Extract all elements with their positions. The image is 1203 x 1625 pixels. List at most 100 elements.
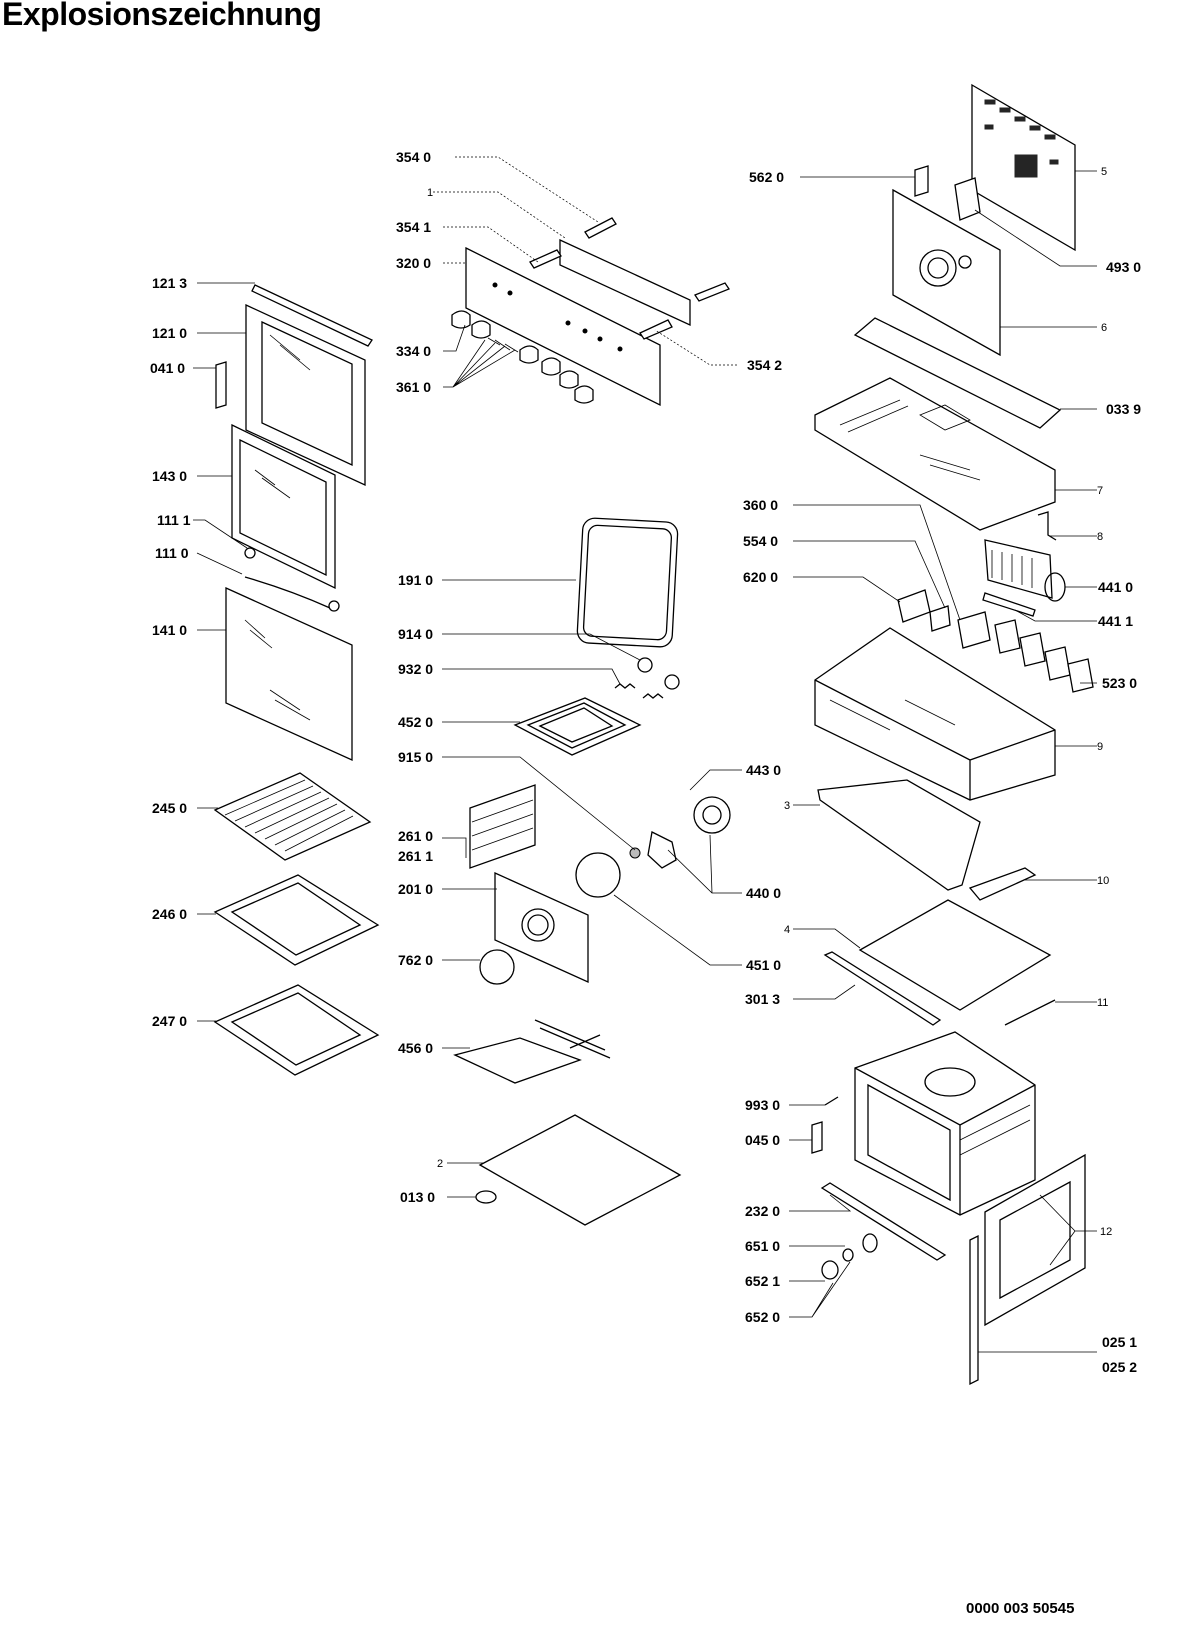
label-452-0: 452 0: [398, 714, 433, 730]
label-914-0: 914 0: [398, 626, 433, 642]
lamp-holder: [862, 1233, 878, 1253]
oven-inner-parts: [453, 517, 731, 1226]
label-025-2: 025 2: [1102, 1359, 1137, 1375]
thermostat: [929, 605, 951, 632]
guide-strip: [823, 951, 942, 1026]
side-trim: [969, 1234, 979, 1386]
rod: [1004, 999, 1056, 1026]
front-strip: [820, 1182, 947, 1261]
fan-motor: [693, 796, 731, 834]
bulb: [842, 1248, 854, 1262]
label-12: 12: [1100, 1226, 1112, 1238]
label-7: 7: [1097, 485, 1103, 497]
label-562-0: 562 0: [749, 169, 784, 185]
oven-cavity: [854, 1031, 1036, 1216]
leader-lines: [193, 156, 1097, 1353]
label-201-0: 201 0: [398, 881, 433, 897]
housing-assembly: [811, 83, 1094, 1386]
door-gasket: [576, 517, 679, 648]
latch-bracket: [811, 1121, 823, 1154]
tangential-fan: [984, 539, 1053, 599]
label-354-0: 354 0: [396, 149, 431, 165]
cross-member: [817, 779, 981, 891]
label-247-0: 247 0: [152, 1013, 187, 1029]
label-121-0: 121 0: [152, 325, 187, 341]
label-554-0: 554 0: [743, 533, 778, 549]
label-232-0: 232 0: [745, 1203, 780, 1219]
label-261-0: 261 0: [398, 828, 433, 844]
base-plate: [858, 899, 1052, 1011]
label-041-0: 041 0: [150, 360, 185, 376]
label-762-0: 762 0: [398, 952, 433, 968]
lamp-glass: [821, 1260, 839, 1280]
label-993-0: 993 0: [745, 1097, 780, 1113]
label-025-1: 025 1: [1102, 1334, 1137, 1350]
control-panel: [465, 246, 661, 407]
label-245-0: 245 0: [152, 800, 187, 816]
top-cover: [814, 377, 1056, 531]
label-261-1: 261 1: [398, 848, 433, 864]
label-361-0: 361 0: [396, 379, 431, 395]
page-title: Explosionszeichnung: [2, 0, 322, 32]
label-013-0: 013 0: [400, 1189, 435, 1205]
door-hinge: [215, 361, 227, 409]
wire-rack: [213, 772, 372, 861]
connector-block: [897, 589, 931, 623]
label-033-9: 033 9: [1106, 401, 1141, 417]
fan-bracket-strip: [982, 592, 1036, 617]
bracket: [914, 165, 929, 197]
door-window: [261, 320, 353, 467]
label-620-0: 620 0: [743, 569, 778, 585]
side-bracket: [968, 867, 1037, 901]
seal-strip: [853, 317, 1062, 429]
label-191-0: 191 0: [398, 572, 433, 588]
label-493-0: 493 0: [1106, 259, 1141, 275]
side-rack-rails: [469, 784, 536, 869]
label-456-0: 456 0: [398, 1040, 433, 1056]
shaft: [584, 217, 617, 239]
terminal-block: [954, 177, 981, 221]
fan-blade: [647, 831, 677, 869]
label-301-3: 301 3: [745, 991, 780, 1007]
label-8: 8: [1097, 531, 1103, 543]
label-451-0: 451 0: [746, 957, 781, 973]
control-knobs: [451, 310, 594, 404]
label-440-0: 440 0: [746, 885, 781, 901]
screw: [824, 1096, 839, 1106]
rear-panel: [494, 871, 589, 984]
label-1: 1: [427, 187, 433, 199]
label-915-0: 915 0: [398, 749, 433, 765]
bottom-plate: [478, 1114, 682, 1226]
label-4: 4: [784, 924, 790, 936]
label-10: 10: [1097, 875, 1109, 887]
label-932-0: 932 0: [398, 661, 433, 677]
chassis-frame: [814, 627, 1056, 801]
grill-reflector: [453, 1037, 582, 1084]
glass-pane: [225, 586, 353, 762]
deep-tray: [213, 984, 380, 1076]
label-5: 5: [1101, 166, 1107, 178]
label-360-0: 360 0: [743, 497, 778, 513]
label-2: 2: [437, 1158, 443, 1170]
door-rod: [244, 576, 331, 609]
label-3: 3: [784, 800, 790, 812]
foot: [475, 1190, 497, 1204]
document-number: 0000 003 50545: [966, 1600, 1075, 1617]
grill-element: [534, 1019, 611, 1059]
label-320-0: 320 0: [396, 255, 431, 271]
switch-contacts: [994, 619, 1094, 693]
label-111-1: 111 1: [157, 512, 191, 528]
label-246-0: 246 0: [152, 906, 187, 922]
baking-tray: [213, 874, 380, 966]
label-651-0: 651 0: [745, 1238, 780, 1254]
label-141-0: 141 0: [152, 622, 187, 638]
tray-set: [213, 772, 380, 1076]
lamp-cover: [637, 657, 653, 673]
label-652-0: 652 0: [745, 1309, 780, 1325]
label-652-1: 652 1: [745, 1273, 780, 1289]
door-top-strip: [251, 284, 373, 347]
label-354-1: 354 1: [396, 219, 431, 235]
label-9: 9: [1097, 741, 1103, 753]
inner-door-glass: [239, 438, 327, 577]
